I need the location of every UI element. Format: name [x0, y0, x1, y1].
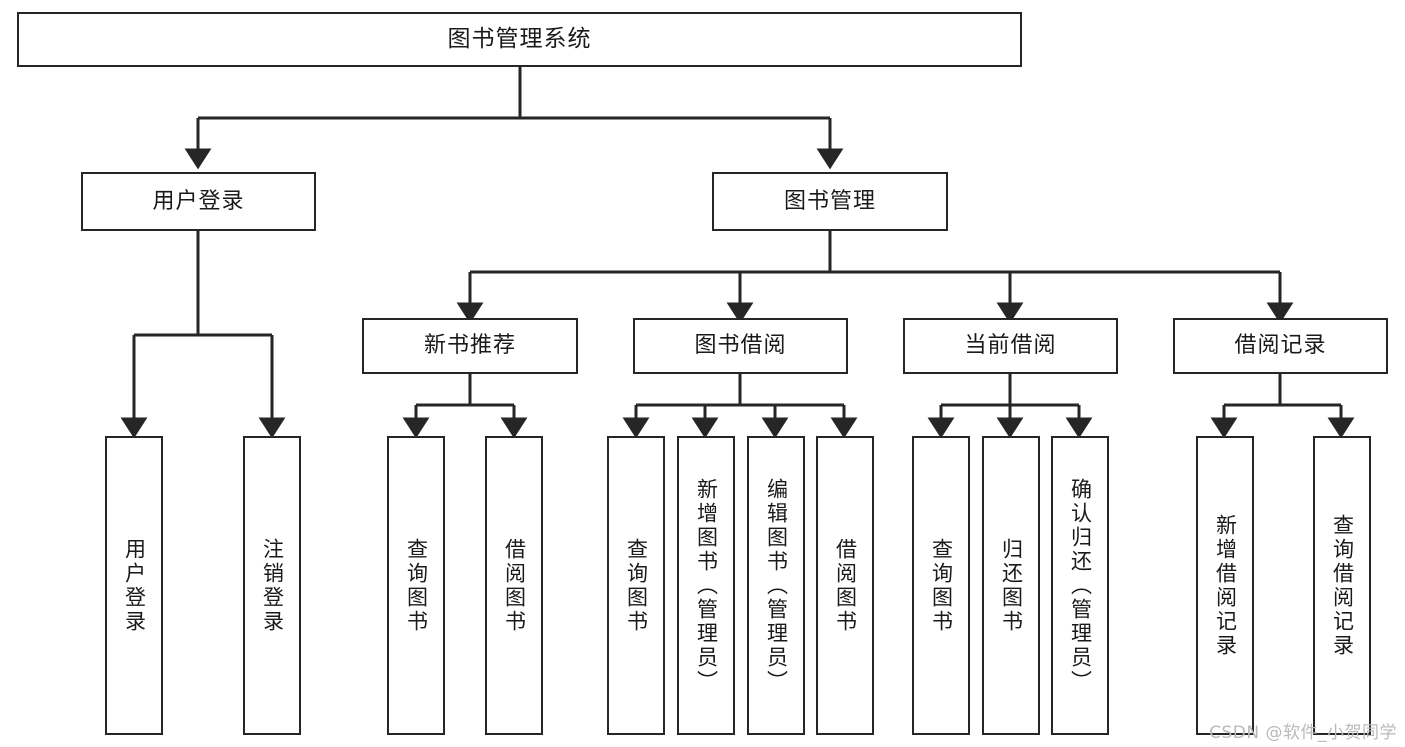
node-label: 当前借阅 [964, 333, 1057, 359]
node-label: 借阅记录 [1234, 333, 1327, 359]
leaf-user-login-logout[interactable]: 注销登录 [243, 436, 301, 735]
node-label: 查询借阅记录 [1330, 513, 1355, 658]
leaf-book-borrow-query[interactable]: 查询图书 [607, 436, 665, 735]
node-label: 注销登录 [260, 537, 285, 634]
node-label: 新增图书（管理员） [694, 477, 719, 694]
node-label: 图书借阅 [694, 333, 787, 359]
node-label: 查询图书 [624, 537, 649, 634]
leaf-new-book-query[interactable]: 查询图书 [387, 436, 445, 735]
node-borrow-record[interactable]: 借阅记录 [1173, 318, 1388, 374]
node-label: 用户登录 [152, 188, 245, 214]
node-label: 新增借阅记录 [1213, 513, 1238, 658]
node-book-management[interactable]: 图书管理 [712, 172, 948, 231]
leaf-user-login-login[interactable]: 用户登录 [105, 436, 163, 735]
node-label: 图书管理系统 [447, 26, 592, 53]
node-current-borrow[interactable]: 当前借阅 [903, 318, 1118, 374]
leaf-current-borrow-return[interactable]: 归还图书 [982, 436, 1040, 735]
leaf-new-book-borrow[interactable]: 借阅图书 [485, 436, 543, 735]
node-label: 图书管理 [783, 188, 876, 214]
node-root-book-management-system[interactable]: 图书管理系统 [17, 12, 1022, 67]
node-new-book-recommend[interactable]: 新书推荐 [362, 318, 578, 374]
node-user-login[interactable]: 用户登录 [81, 172, 316, 231]
node-label: 归还图书 [999, 537, 1024, 634]
leaf-book-borrow-add[interactable]: 新增图书（管理员） [677, 436, 735, 735]
node-label: 编辑图书（管理员） [764, 477, 789, 694]
node-label: 借阅图书 [502, 537, 527, 634]
leaf-book-borrow-borrow[interactable]: 借阅图书 [816, 436, 874, 735]
node-label: 新书推荐 [423, 333, 516, 359]
leaf-borrow-record-add[interactable]: 新增借阅记录 [1196, 436, 1254, 735]
leaf-borrow-record-query[interactable]: 查询借阅记录 [1313, 436, 1371, 735]
leaf-book-borrow-edit[interactable]: 编辑图书（管理员） [747, 436, 805, 735]
node-label: 查询图书 [929, 537, 954, 634]
node-label: 用户登录 [122, 537, 147, 634]
leaf-current-borrow-confirm-return[interactable]: 确认归还（管理员） [1051, 436, 1109, 735]
leaf-current-borrow-query[interactable]: 查询图书 [912, 436, 970, 735]
node-label: 确认归还（管理员） [1068, 477, 1093, 694]
node-label: 查询图书 [404, 537, 429, 634]
node-label: 借阅图书 [833, 537, 858, 634]
node-book-borrow[interactable]: 图书借阅 [633, 318, 848, 374]
